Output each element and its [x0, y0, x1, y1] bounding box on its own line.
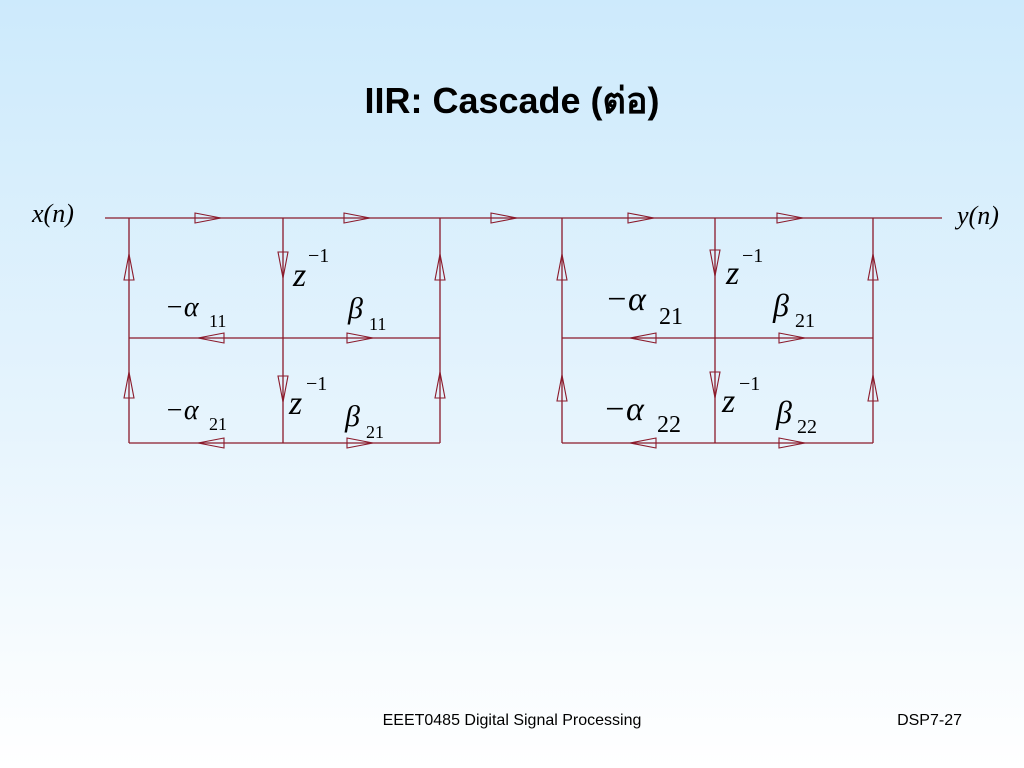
arrow-left: [197, 332, 225, 344]
arrow-up: [434, 253, 446, 281]
output-label: y(n): [954, 201, 999, 230]
slide-title: IIR: Cascade (ต่อ): [364, 80, 660, 121]
arrow-up: [434, 371, 446, 399]
arrow-up: [556, 374, 568, 402]
svg-text:z: z: [721, 383, 735, 420]
arrow-left: [629, 437, 657, 449]
svg-text:21: 21: [366, 422, 384, 442]
stage1-beta-bottom: β 21: [344, 400, 384, 442]
course-footer: EEET0485 Digital Signal Processing: [382, 712, 642, 729]
svg-text:22: 22: [797, 416, 817, 438]
arrow-right: [346, 437, 374, 449]
svg-text:−1: −1: [739, 373, 760, 395]
svg-text:−1: −1: [742, 245, 763, 267]
slide-number: DSP7-27: [897, 712, 962, 729]
svg-text:21: 21: [659, 304, 683, 330]
stage2-beta-top: β 21: [772, 287, 815, 332]
stage1-alpha-bottom: −α 21: [165, 395, 227, 434]
stage2-delay-top: z −1: [725, 245, 763, 292]
stage1-alpha-top: −α 11: [165, 292, 226, 331]
arrow-right: [343, 212, 371, 224]
arrow-down: [709, 249, 721, 277]
svg-text:22: 22: [657, 412, 681, 438]
svg-text:11: 11: [209, 311, 226, 331]
stage1-beta-top: β 11: [347, 292, 386, 334]
arrow-down: [277, 251, 289, 279]
stage2-arrows: [556, 249, 879, 449]
arrow-up: [123, 253, 135, 281]
arrow-right: [627, 212, 655, 224]
stage2-alpha-bottom: −α 22: [603, 391, 681, 438]
arrow-up: [867, 253, 879, 281]
svg-text:−α: −α: [603, 391, 645, 428]
arrow-up: [123, 371, 135, 399]
svg-text:β: β: [775, 394, 792, 430]
arrow-left: [629, 332, 657, 344]
svg-text:z: z: [292, 257, 306, 294]
arrow-right: [778, 437, 806, 449]
stage2-beta-bottom: β 22: [775, 394, 817, 438]
svg-text:z: z: [288, 385, 302, 422]
svg-text:−α: −α: [605, 281, 647, 318]
input-label: x(n): [31, 199, 74, 228]
svg-text:11: 11: [369, 314, 386, 334]
arrow-right: [776, 212, 804, 224]
arrow-right: [490, 212, 518, 224]
svg-text:β: β: [344, 400, 360, 433]
svg-text:−α: −α: [165, 395, 200, 426]
svg-text:−1: −1: [306, 373, 327, 395]
main-line-arrows: [194, 212, 804, 224]
svg-text:21: 21: [795, 310, 815, 332]
svg-text:−α: −α: [165, 292, 200, 323]
svg-text:β: β: [347, 292, 363, 325]
arrow-down: [709, 371, 721, 399]
svg-text:−1: −1: [308, 245, 329, 267]
arrow-left: [197, 437, 225, 449]
arrow-up: [867, 374, 879, 402]
svg-text:21: 21: [209, 414, 227, 434]
arrow-right: [778, 332, 806, 344]
stage2-delay-bottom: z −1: [721, 373, 760, 420]
stage1-delay-bottom: z −1: [288, 373, 327, 422]
svg-text:z: z: [725, 255, 739, 292]
arrow-down: [277, 375, 289, 403]
stage2-alpha-top: −α 21: [605, 281, 683, 330]
arrow-right: [346, 332, 374, 344]
svg-text:β: β: [772, 287, 789, 323]
stage1-delay-top: z −1: [292, 245, 329, 294]
arrow-right: [194, 212, 222, 224]
stage1-arrows: [123, 251, 446, 449]
arrow-up: [556, 253, 568, 281]
